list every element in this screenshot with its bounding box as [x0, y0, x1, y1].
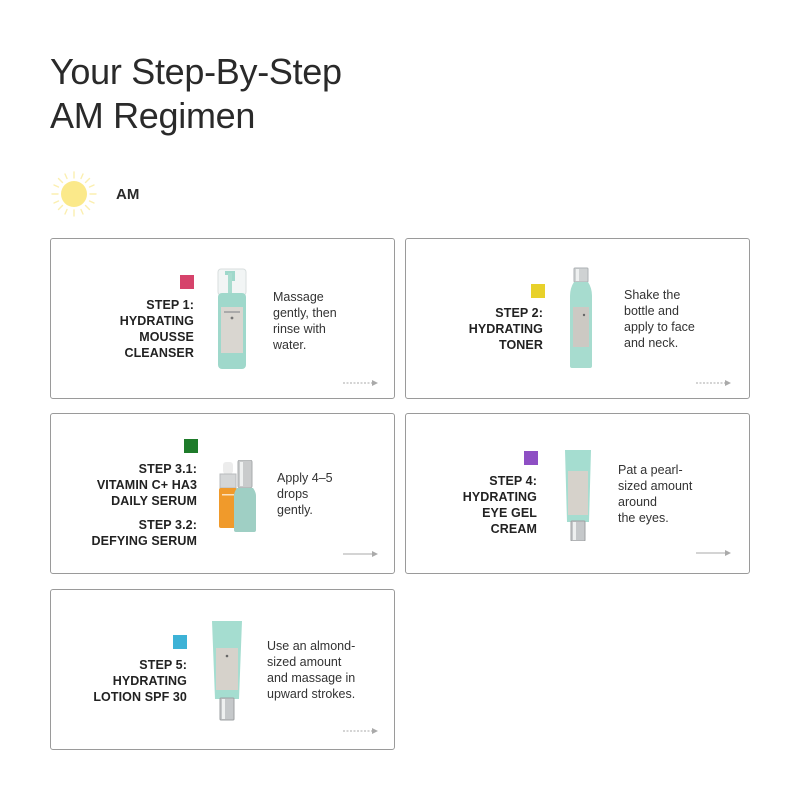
- step-card-1[interactable]: STEP 1: HYDRATING MOUSSE CLEANSER Massag…: [50, 238, 395, 399]
- step-card-4[interactable]: STEP 4: HYDRATING EYE GEL CREAM Pat a pe…: [405, 413, 750, 574]
- step-instructions: Apply 4–5 drops gently.: [277, 471, 333, 517]
- eye-gel-tube-image: [564, 449, 592, 545]
- step-color-swatch: [531, 284, 545, 298]
- serum-bottles-image: [217, 459, 257, 538]
- step-card-2[interactable]: STEP 2: HYDRATING TONER Shake the bottle…: [405, 238, 750, 399]
- step-card-3[interactable]: STEP 3.1: VITAMIN C+ HA3 DAILY SERUM STE…: [50, 413, 395, 574]
- step-color-swatch: [180, 275, 194, 289]
- step-color-swatch: [524, 451, 538, 465]
- arrow-right-icon[interactable]: [343, 550, 379, 558]
- sun-icon: [50, 170, 98, 218]
- step-instructions: Massage gently, then rinse with water.: [273, 290, 337, 352]
- step-instructions: Pat a pearl- sized amount around the eye…: [618, 463, 693, 525]
- page-title-line-2: AM Regimen: [50, 95, 256, 136]
- toner-bottle-image: [570, 267, 592, 373]
- step-instructions: Use an almond- sized amount and massage …: [267, 639, 356, 701]
- lotion-tube-image: [211, 620, 243, 726]
- step-instructions: Shake the bottle and apply to face and n…: [624, 288, 695, 350]
- page-title-line-1: Your Step-By-Step: [50, 51, 342, 92]
- step-name: STEP 2: HYDRATING TONER: [468, 306, 543, 352]
- time-of-day-row: AM: [50, 170, 139, 218]
- step-color-swatch: [184, 439, 198, 453]
- time-of-day-label: AM: [116, 185, 140, 203]
- step-name: STEP 1: HYDRATING MOUSSE CLEANSER: [119, 298, 194, 360]
- arrow-right-icon[interactable]: [343, 727, 379, 735]
- arrow-right-icon[interactable]: [696, 549, 732, 557]
- step-name: STEP 4: HYDRATING EYE GEL CREAM: [462, 474, 537, 536]
- step-name: STEP 5: HYDRATING LOTION SPF 30: [93, 658, 187, 704]
- page-title: Your Step-By-Step AM Regimen: [50, 50, 342, 138]
- step-color-swatch: [173, 635, 187, 649]
- step-card-5[interactable]: STEP 5: HYDRATING LOTION SPF 30 Use an a…: [50, 589, 395, 750]
- arrow-right-icon[interactable]: [696, 379, 732, 387]
- arrow-right-icon[interactable]: [343, 379, 379, 387]
- step-name: STEP 3.1: VITAMIN C+ HA3 DAILY SERUM STE…: [91, 462, 197, 548]
- mousse-cleanser-bottle-image: [217, 267, 247, 375]
